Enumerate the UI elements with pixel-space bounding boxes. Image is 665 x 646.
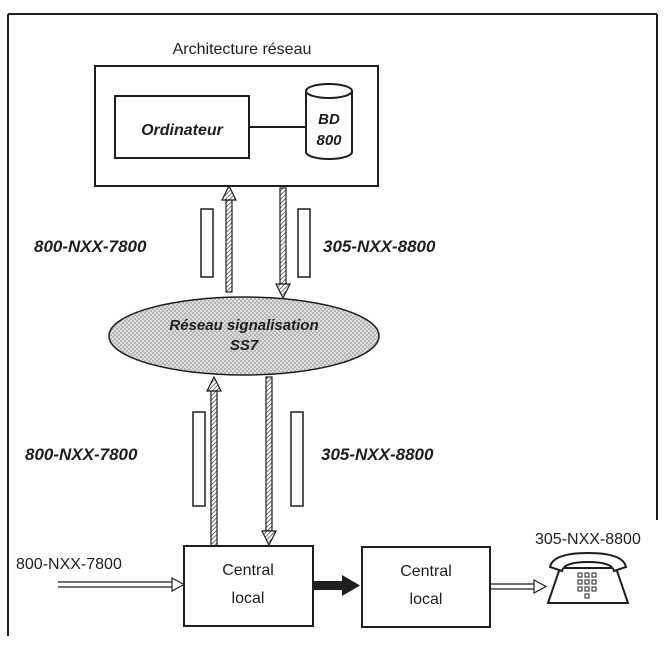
upper-up-arrow xyxy=(221,184,237,293)
computer-label: Ordinateur xyxy=(141,122,224,139)
lower-right-number: 305-NXX-8800 xyxy=(321,445,434,464)
diagram-title: Architecture réseau xyxy=(173,41,312,58)
lower-up-arrow xyxy=(206,375,222,548)
central-office-2-line1: Central xyxy=(400,563,452,580)
telephone-icon xyxy=(546,551,630,604)
upper-right-message-packet xyxy=(297,208,311,278)
database-label-line1: BD xyxy=(318,111,340,128)
central-office-1-line1: Central xyxy=(222,562,274,579)
network-label-line2: SS7 xyxy=(230,337,259,354)
central-office-2-line2: local xyxy=(410,591,443,608)
central-office-1-line2: local xyxy=(232,590,265,607)
database-label-line2: 800 xyxy=(316,132,342,149)
upper-left-number: 800-NXX-7800 xyxy=(34,237,147,256)
lower-left-number: 800-NXX-7800 xyxy=(25,445,138,464)
database-icon xyxy=(305,83,353,160)
lower-left-message-packet xyxy=(192,411,206,507)
incoming-call-arrow xyxy=(58,576,186,593)
network-label-line1: Réseau signalisation xyxy=(169,317,318,334)
computer-box xyxy=(114,95,250,159)
ss7-network-ellipse xyxy=(108,296,380,376)
destination-number: 305-NXX-8800 xyxy=(535,531,641,548)
upper-right-number: 305-NXX-8800 xyxy=(323,237,436,256)
outgoing-call-arrow xyxy=(490,578,548,595)
central-office-2 xyxy=(361,546,491,628)
upper-down-arrow xyxy=(275,187,291,300)
trunk-arrow xyxy=(313,575,360,596)
upper-left-message-packet xyxy=(200,208,214,278)
central-office-1 xyxy=(183,545,314,627)
lower-down-arrow xyxy=(261,376,277,547)
lower-right-message-packet xyxy=(290,411,304,507)
incoming-number: 800-NXX-7800 xyxy=(16,556,122,573)
